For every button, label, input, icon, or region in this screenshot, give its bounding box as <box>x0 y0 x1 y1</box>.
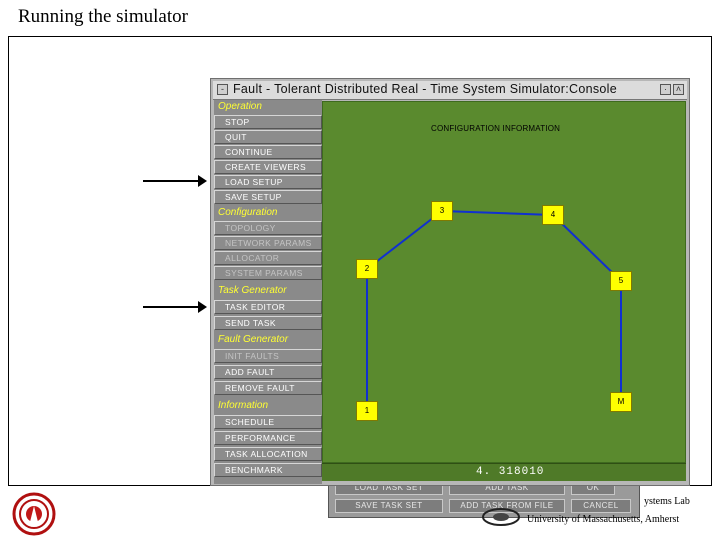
performance-button[interactable]: PERFORMANCE <box>214 431 322 445</box>
arrow-to-task-editor <box>143 301 207 313</box>
node-4[interactable]: 4 <box>542 205 564 225</box>
stop-button[interactable]: STOP <box>214 115 322 129</box>
save-task-set-button[interactable]: SAVE TASK SET <box>335 499 443 513</box>
section-operation: Operation <box>218 101 262 112</box>
configuration-canvas[interactable]: CONFIGURATION INFORMATION 1 2 3 4 5 M <box>322 101 686 463</box>
task-editor-button[interactable]: TASK EDITOR <box>214 300 322 314</box>
quit-button[interactable]: QUIT <box>214 130 322 144</box>
lab-name: ystems Lab <box>644 496 690 507</box>
control-menu: Operation STOP QUIT CONTINUE CREATE VIEW… <box>214 100 322 484</box>
send-task-button[interactable]: SEND TASK <box>214 316 322 330</box>
init-faults-button[interactable]: INIT FAULTS <box>214 349 322 363</box>
maximize-icon[interactable]: ˄ <box>673 84 684 95</box>
window-title: Fault - Tolerant Distributed Real - Time… <box>233 82 617 96</box>
arrow-to-load-setup <box>143 175 207 187</box>
node-1[interactable]: 1 <box>356 401 378 421</box>
system-params-button[interactable]: SYSTEM PARAMS <box>214 266 322 280</box>
section-information: Information <box>218 400 269 411</box>
node-2[interactable]: 2 <box>356 259 378 279</box>
save-setup-button[interactable]: SAVE SETUP <box>214 190 322 204</box>
link-3-4 <box>441 210 554 216</box>
node-5[interactable]: 5 <box>610 271 632 291</box>
link-4-5 <box>552 214 622 282</box>
configuration-title: CONFIGURATION INFORMATION <box>431 124 561 133</box>
topology-links <box>366 210 622 411</box>
task-allocation-button[interactable]: TASK ALLOCATION <box>214 447 322 461</box>
node-3[interactable]: 3 <box>431 201 453 221</box>
schedule-button[interactable]: SCHEDULE <box>214 415 322 429</box>
cancel-button[interactable]: CANCEL <box>571 499 631 513</box>
simulation-time-readout: 4. 318010 <box>322 463 686 481</box>
lab-logo <box>482 508 520 526</box>
create-viewers-button[interactable]: CREATE VIEWERS <box>214 160 322 174</box>
load-setup-button[interactable]: LOAD SETUP <box>214 175 322 189</box>
allocator-button[interactable]: ALLOCATOR <box>214 251 322 265</box>
slide-title: Running the simulator <box>18 6 188 27</box>
section-fault-generator: Fault Generator <box>218 334 289 345</box>
link-2-3 <box>366 210 443 270</box>
university-name: University of Massachusetts, Amherst <box>527 514 680 525</box>
section-task-generator: Task Generator <box>218 285 287 296</box>
remove-fault-button[interactable]: REMOVE FAULT <box>214 381 322 395</box>
window-titlebar[interactable]: - Fault - Tolerant Distributed Real - Ti… <box>213 81 687 100</box>
benchmark-button[interactable]: BENCHMARK <box>214 463 322 477</box>
simulator-console-window: - Fault - Tolerant Distributed Real - Ti… <box>210 78 690 486</box>
add-fault-button[interactable]: ADD FAULT <box>214 365 322 379</box>
section-configuration: Configuration <box>218 207 278 218</box>
node-m[interactable]: M <box>610 392 632 412</box>
minimize-icon[interactable]: · <box>660 84 671 95</box>
window-menu-icon[interactable]: - <box>217 84 228 95</box>
topology-button[interactable]: TOPOLOGY <box>214 221 322 235</box>
continue-button[interactable]: CONTINUE <box>214 145 322 159</box>
university-seal-logo <box>12 492 56 536</box>
network-params-button[interactable]: NETWORK PARAMS <box>214 236 322 250</box>
add-task-from-file-button[interactable]: ADD TASK FROM FILE <box>449 499 565 513</box>
